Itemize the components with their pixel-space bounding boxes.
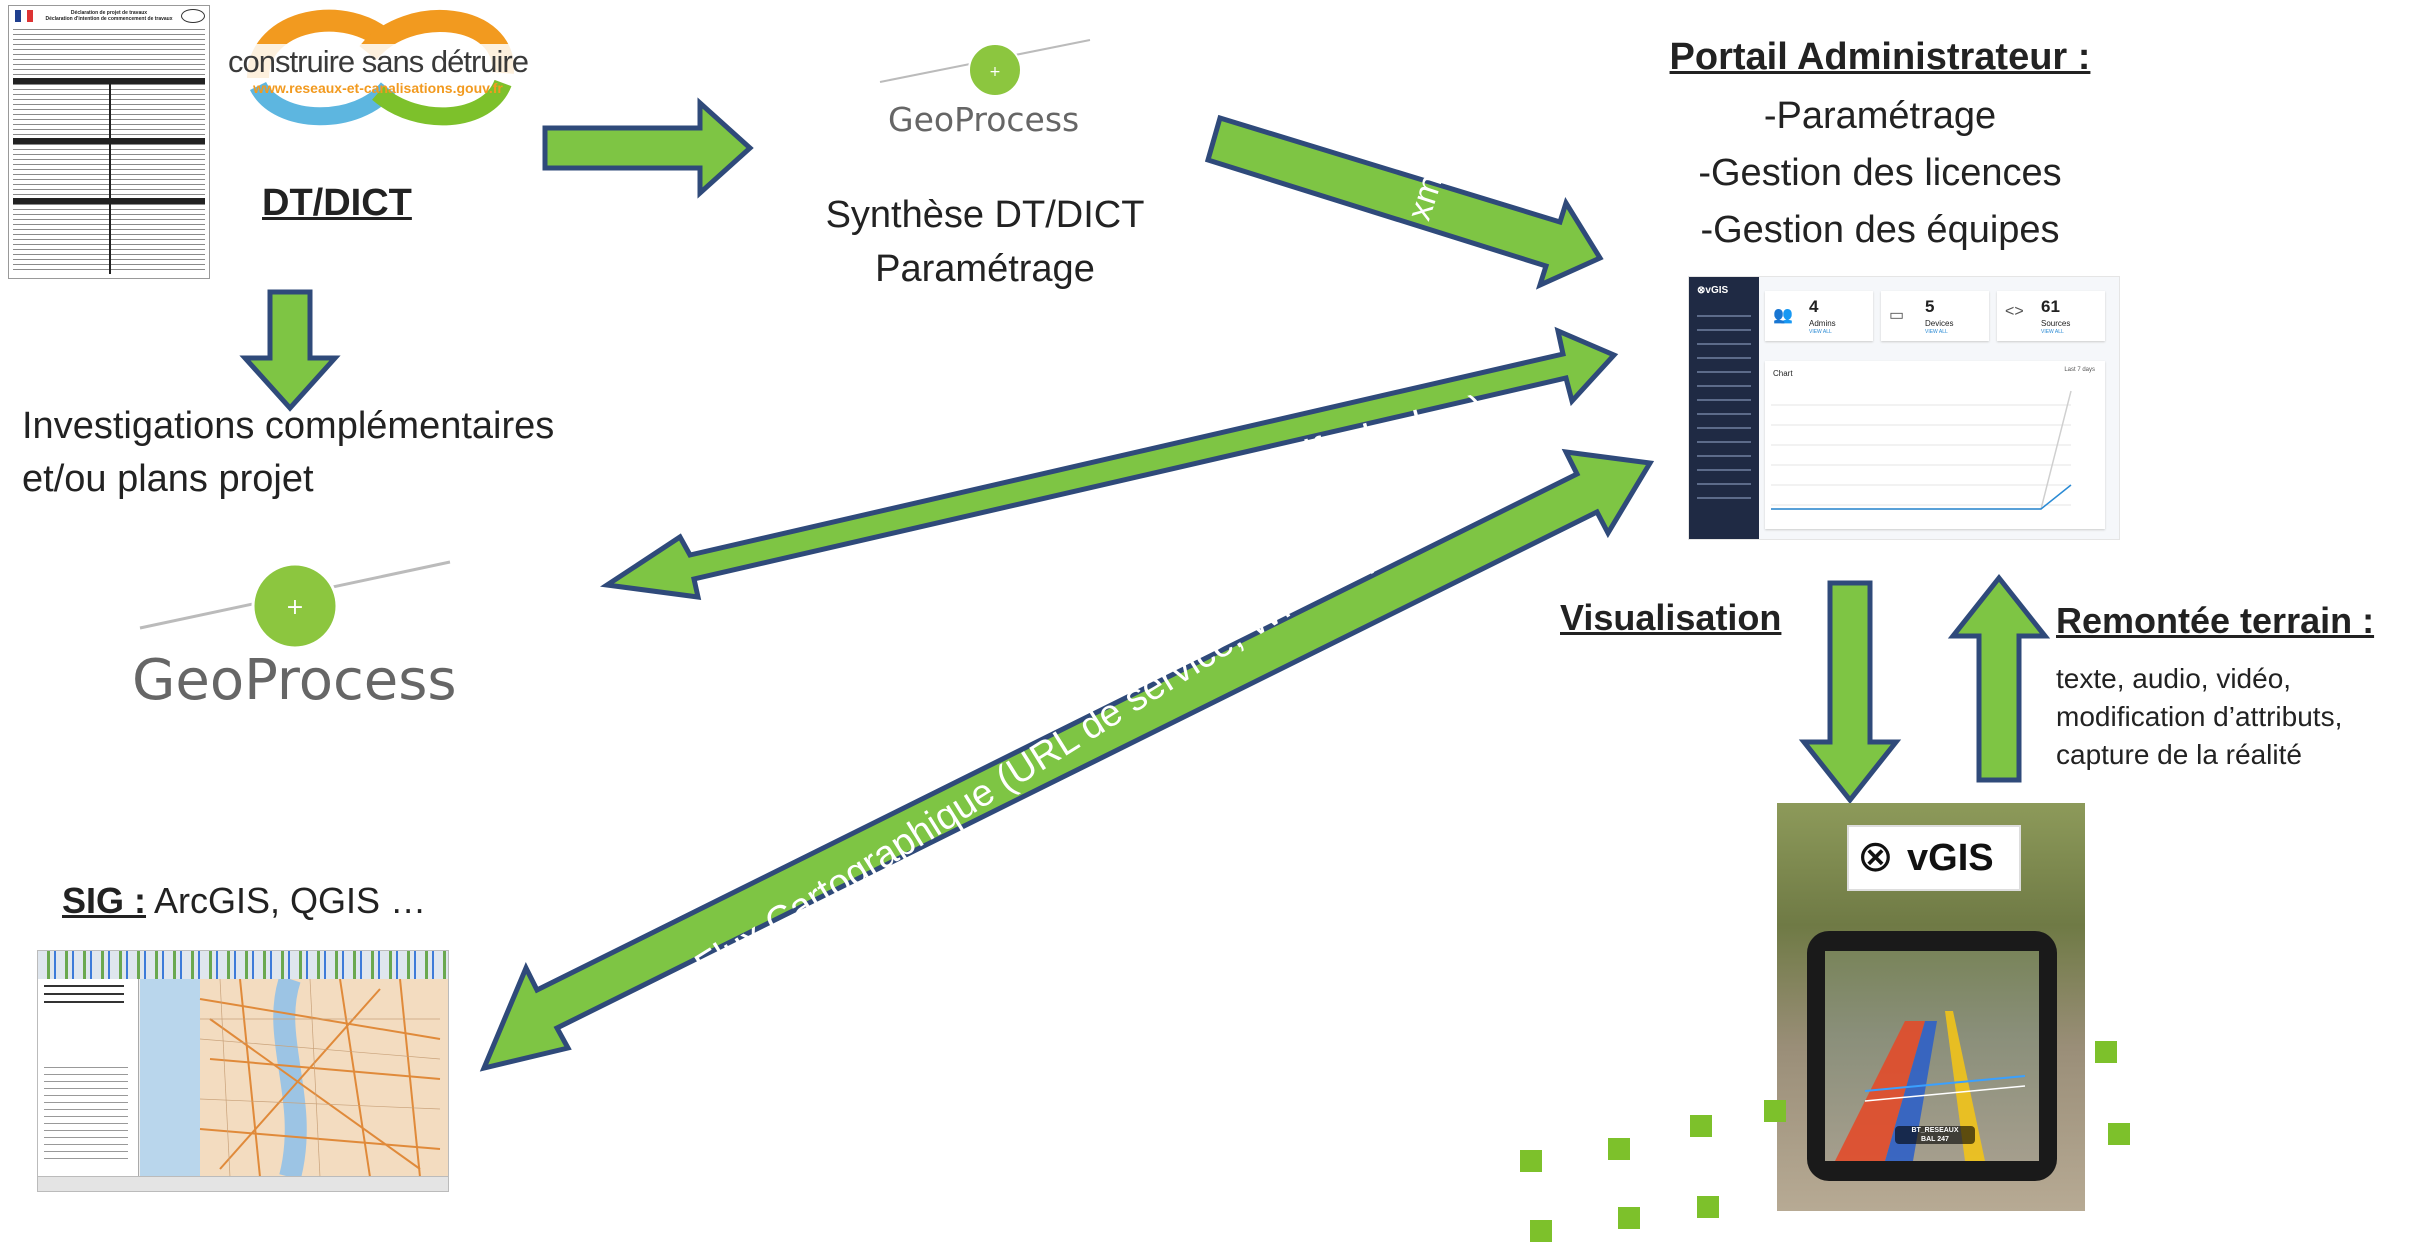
sidebar-menu-items	[1697, 311, 1751, 511]
deco-square	[1690, 1115, 1712, 1137]
admins-view-all[interactable]: VIEW ALL	[1809, 329, 1832, 335]
devices-label: Devices	[1925, 319, 1954, 328]
geoprocess-top-name: GeoProcess	[888, 100, 1080, 139]
qgis-layers-panel	[38, 979, 139, 1177]
investigations-line-2: et/ou plans projet	[22, 458, 314, 500]
ar-hud-line-1: BT_RESEAUX	[1911, 1127, 1959, 1134]
admins-label: Admins	[1809, 319, 1836, 328]
geoprocess-orbit-icon-large: +	[139, 560, 451, 650]
arrow-georeferenced-data	[600, 326, 1619, 600]
geoprocess-left-name: GeoProcess	[132, 648, 457, 713]
admins-count: 4	[1809, 297, 1819, 316]
sources-view-all[interactable]: VIEW ALL	[2041, 329, 2064, 335]
chart-plot	[1771, 390, 2072, 510]
dashboard-chart-panel: Chart Last 7 days	[1765, 361, 2105, 529]
arrow-visualisation-down	[1798, 580, 1902, 805]
chart-range-select[interactable]: Last 7 days	[2064, 367, 2095, 373]
geoprocess-logo-left: + GeoProcess	[130, 548, 460, 718]
svg-text:+: +	[989, 64, 1001, 80]
arrow-map-service-flux	[479, 448, 1655, 1072]
deco-square	[2095, 1041, 2117, 1063]
ar-hud-label: BT_RESEAUX BAL 247	[1895, 1126, 1975, 1144]
form-subtitle: Déclaration d'intention de commencement …	[45, 16, 173, 22]
vgis-dashboard-screenshot: ⊗vGIS 👥 4 Admins VIEW ALL ▭ 5 Devices VI…	[1688, 276, 2120, 540]
geoprocess-caption-line-1: Synthèse DT/DICT	[825, 194, 1145, 236]
stat-card-admins: 👥 4 Admins VIEW ALL	[1765, 291, 1873, 341]
geoprocess-caption: Synthèse DT/DICT Paramétrage	[770, 188, 1200, 296]
vgis-photo-logo-text: vGIS	[1907, 837, 1994, 879]
devices-count: 5	[1925, 297, 1935, 316]
dt-dict-label: DT/DICT	[262, 182, 412, 224]
devices-icon: ▭	[1889, 307, 1905, 324]
remontee-lines: texte, audio, vidéo, modification d’attr…	[2056, 660, 2342, 774]
qgis-map-canvas	[140, 975, 448, 1180]
vgis-photo-logo: ⊗ vGIS	[1847, 825, 2021, 891]
form-title: Déclaration de projet de travaux	[70, 10, 148, 16]
dashboard-sidebar: ⊗vGIS	[1689, 277, 1759, 539]
deco-square	[1520, 1150, 1542, 1172]
admin-portal-items: -Paramétrage -Gestion des licences -Gest…	[1640, 88, 2120, 259]
map-roads	[140, 975, 441, 1180]
arrow-xml-to-portal	[1204, 114, 1604, 290]
deco-square	[1608, 1138, 1630, 1160]
investigations-line-1: Investigations complémentaires	[22, 405, 555, 447]
construire-logo-text: construire sans détruire	[220, 44, 536, 80]
deco-square	[2108, 1123, 2130, 1145]
remontee-line-3: capture de la réalité	[2056, 739, 2302, 770]
devices-view-all[interactable]: VIEW ALL	[1925, 329, 1948, 335]
remontee-line-1: texte, audio, vidéo,	[2056, 663, 2292, 694]
ar-tablet-photo: ⊗ vGIS BT_RESEAUX BAL 247	[1777, 803, 2085, 1211]
remontee-title: Remontée terrain :	[2056, 600, 2375, 641]
construire-sans-detruire-logo: construire sans détruire www.reseaux-et-…	[218, 8, 538, 126]
geoprocess-logo-top: + GeoProcess	[870, 30, 1100, 150]
sig-value: ArcGIS, QGIS …	[154, 880, 427, 921]
visualisation-label: Visualisation	[1560, 597, 1782, 638]
qgis-screenshot	[37, 950, 449, 1192]
geoprocess-orbit-icon: +	[879, 39, 1091, 97]
sources-count: 61	[2041, 297, 2060, 316]
vgis-logo-icon: ⊗	[1697, 285, 1706, 296]
admin-item-licences: -Gestion des licences	[1698, 152, 2062, 194]
users-icon: 👥	[1773, 307, 1793, 324]
vgis-crosshair-icon: ⊗	[1857, 832, 1894, 881]
cerfa-seal	[181, 9, 205, 23]
arrow-remontee-up	[1947, 573, 2051, 783]
sources-label: Sources	[2041, 319, 2071, 328]
ar-hud-line-2: BAL 247	[1921, 1136, 1949, 1143]
construire-logo-url: www.reseaux-et-canalisations.gouv.fr	[253, 80, 503, 96]
remontee-line-2: modification d’attributs,	[2056, 701, 2343, 732]
deco-square	[1764, 1100, 1786, 1122]
tablet-screen: BT_RESEAUX BAL 247	[1825, 951, 2039, 1161]
dt-dict-form-thumbnail: Déclaration de projet de travaux Déclara…	[8, 5, 210, 279]
stat-card-sources: <> 61 Sources VIEW ALL	[1997, 291, 2105, 341]
investigations-text: Investigations complémentaires et/ou pla…	[22, 400, 554, 506]
form-body	[13, 28, 205, 274]
sig-caption: SIG : ArcGIS, QGIS …	[62, 880, 426, 922]
sig-label: SIG :	[62, 880, 147, 921]
tablet-frame: BT_RESEAUX BAL 247	[1807, 931, 2057, 1181]
stat-card-devices: ▭ 5 Devices VIEW ALL	[1881, 291, 1989, 341]
svg-text:+: +	[286, 595, 304, 620]
dashboard-brand: vGIS	[1705, 285, 1729, 296]
deco-square	[1530, 1220, 1552, 1242]
admin-portal-title: Portail Administrateur :	[1669, 36, 2091, 78]
chart-title: Chart	[1773, 369, 1793, 378]
arrow-dt-to-geoprocess	[542, 97, 754, 199]
deco-square	[1697, 1196, 1719, 1218]
deco-square	[1618, 1207, 1640, 1229]
french-flag-icon	[15, 10, 33, 22]
admin-item-equipes: -Gestion des équipes	[1700, 209, 2060, 251]
qgis-toolbar	[38, 951, 448, 979]
admin-item-parametrage: -Paramétrage	[1763, 95, 1997, 137]
qgis-statusbar	[38, 1176, 448, 1191]
geoprocess-caption-line-2: Paramétrage	[875, 248, 1095, 290]
code-icon: <>	[2005, 303, 2024, 320]
arrow-dt-to-investigations	[239, 289, 341, 412]
